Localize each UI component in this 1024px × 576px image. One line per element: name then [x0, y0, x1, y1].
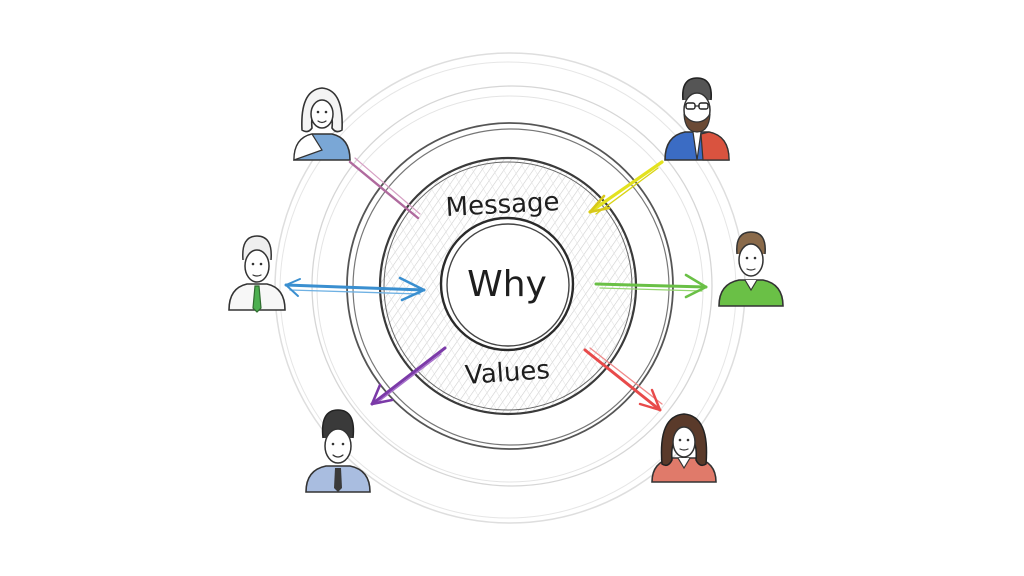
ring-label-top: Message [445, 187, 560, 223]
center-circle [439, 216, 575, 352]
person-woman-bottom-right [651, 413, 717, 483]
arrow-top-right [588, 160, 664, 215]
center-label: Why [467, 264, 547, 305]
arrow-right [594, 273, 708, 299]
person-man-bottom-left [305, 409, 371, 493]
ring-label-bottom: Values [464, 355, 551, 391]
person-man-green-tie-left [228, 235, 286, 313]
arrow-top-left [348, 157, 421, 220]
person-woman-top-left [293, 87, 351, 161]
person-man-bearded-top-right [664, 77, 730, 161]
arrow-left [284, 276, 426, 302]
arrow-bottom-right [583, 347, 663, 412]
arrow-bottom-left [370, 346, 447, 406]
person-man-green-shirt-right [718, 231, 784, 307]
